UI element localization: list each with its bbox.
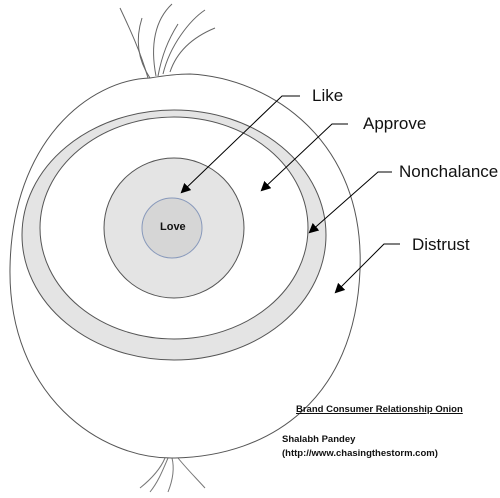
arrow-like [180, 95, 300, 194]
root-bottom [139, 457, 206, 493]
arrows [180, 95, 400, 294]
layer-love-shape [141, 197, 203, 259]
arrow-approve [260, 123, 348, 192]
label-nonchalance: Nonchalance [399, 162, 499, 181]
label-approve: Approve [363, 114, 427, 133]
arrow-distrust [334, 243, 400, 294]
label-love: Love [160, 221, 186, 233]
caption-author: Shalabh Pandey [282, 434, 356, 445]
arrow-nonchalance [308, 171, 392, 234]
label-like: Like [312, 86, 344, 105]
sprout-top [119, 3, 216, 79]
label-distrust: Distrust [412, 235, 470, 254]
caption-url: (http://www.chasingthestorm.com) [282, 448, 438, 459]
caption-title: Brand Consumer Relationship Onion [296, 404, 463, 415]
